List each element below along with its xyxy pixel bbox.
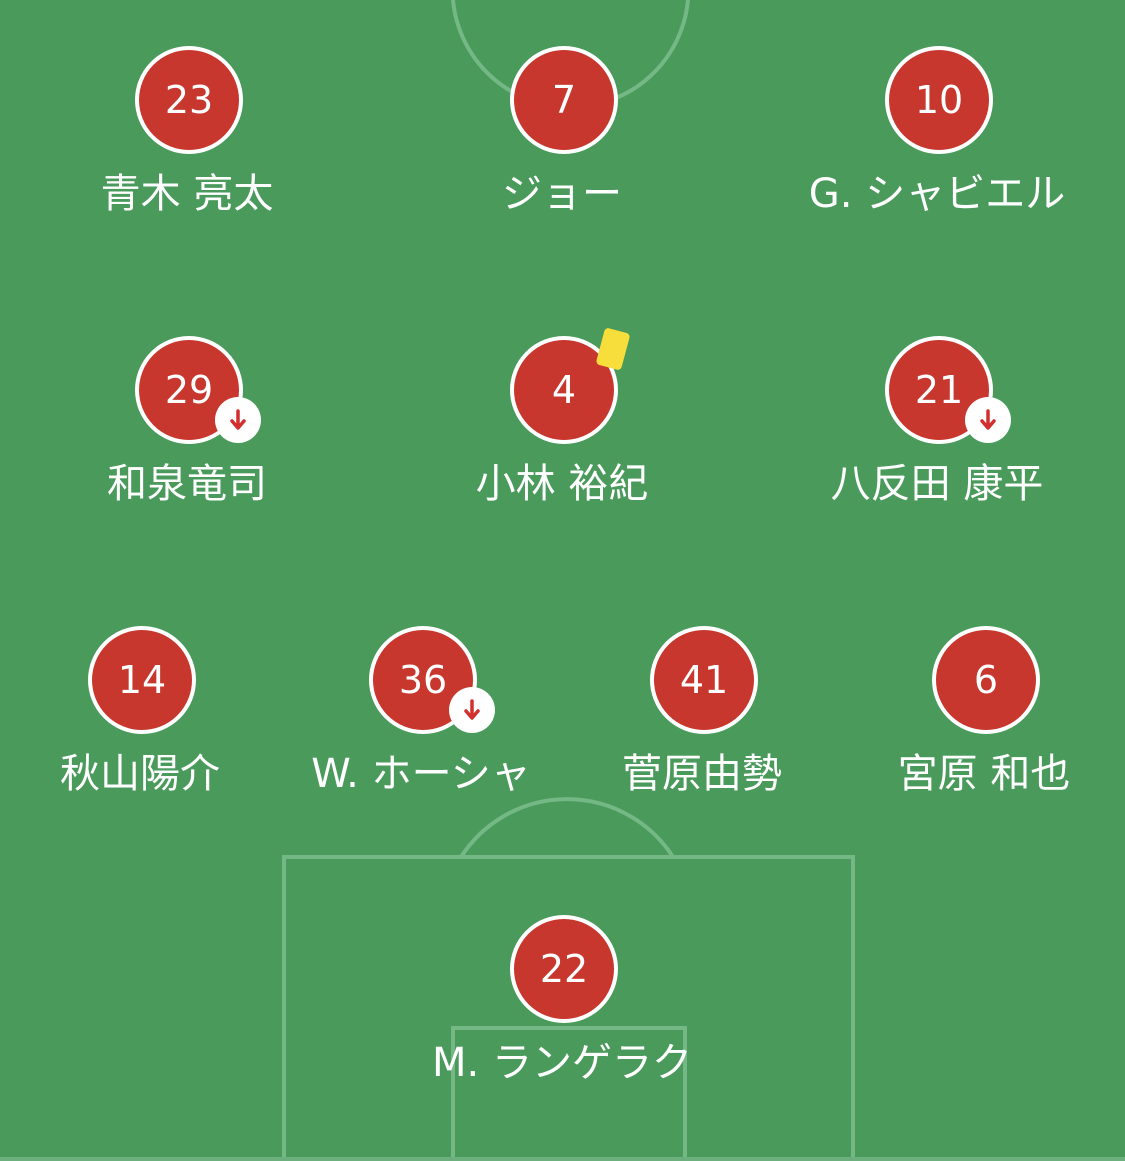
player-name: 八反田 康平: [830, 461, 1044, 507]
player-name: M. ランゲラク: [432, 1040, 692, 1086]
player-name: 秋山陽介: [60, 751, 220, 797]
goal-box: [451, 1026, 687, 1161]
player-name: 菅原由勢: [622, 751, 782, 797]
penalty-arc: [459, 797, 675, 859]
player-number-badge: 6: [932, 626, 1040, 734]
arrow-down-icon: [965, 397, 1011, 443]
player-name: W. ホーシャ: [311, 751, 531, 797]
player-number-badge: 10: [885, 46, 993, 154]
player-name: ジョー: [502, 171, 622, 217]
player-name: G. シャビエル: [808, 171, 1066, 217]
penalty-box: [282, 855, 855, 1161]
player-number-badge: 7: [510, 46, 618, 154]
pitch-bottom-edge: [0, 1157, 1125, 1161]
player-number-badge: 22: [510, 915, 618, 1023]
player-number-badge: 14: [88, 626, 196, 734]
player-number-badge: 41: [650, 626, 758, 734]
player-name: 青木 亮太: [100, 171, 274, 217]
arrow-down-icon: [449, 687, 495, 733]
arrow-down-icon: [215, 397, 261, 443]
player-name: 小林 裕紀: [475, 461, 649, 507]
player-name: 宮原 和也: [897, 751, 1071, 797]
player-number-badge: 23: [135, 46, 243, 154]
player-name: 和泉竜司: [107, 461, 267, 507]
